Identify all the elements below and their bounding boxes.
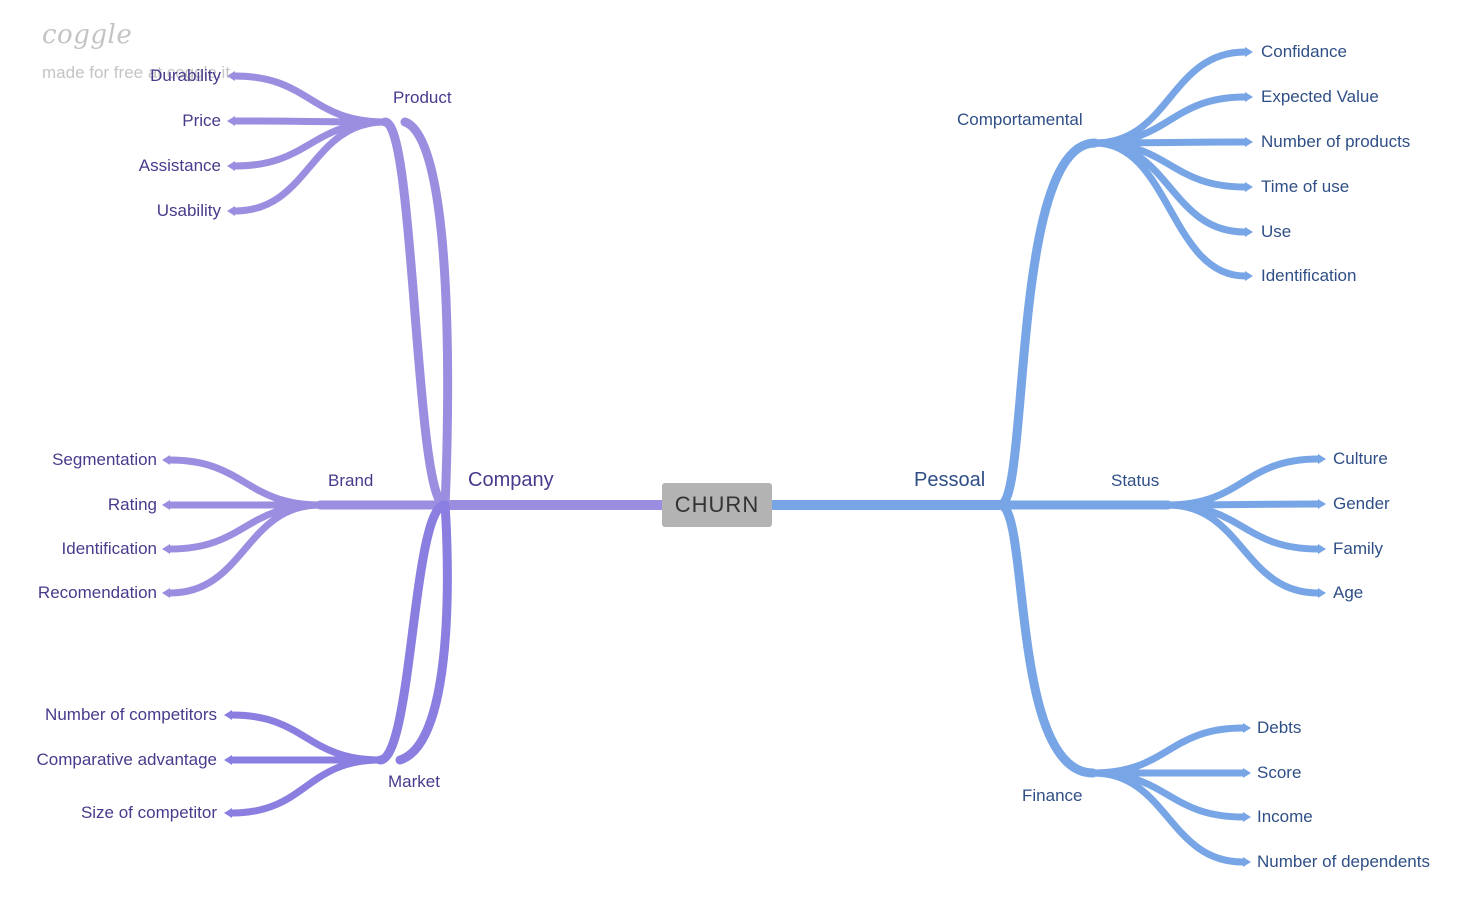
edge-pessoal-finance <box>995 500 1098 778</box>
node-company[interactable]: Company <box>468 469 554 491</box>
node-status[interactable]: Status <box>1111 471 1160 490</box>
edge-brand-segmentation <box>166 456 324 509</box>
leaf-size-of-competitor[interactable]: Size of competitor <box>80 803 217 822</box>
leaf-family[interactable]: Family <box>1333 539 1384 558</box>
edge-finance-debts <box>1089 724 1247 777</box>
edge-status-culture <box>1164 455 1322 509</box>
leaf-time-of-use[interactable]: Time of use <box>1261 177 1350 196</box>
edge-pessoal-comportamental <box>995 138 1100 510</box>
coggle-tagline[interactable]: made for free at coggle.it <box>42 63 231 82</box>
node-brand[interactable]: Brand <box>328 471 374 490</box>
edge-comportamental-identification <box>1091 139 1249 280</box>
leaf-number-of-products[interactable]: Number of products <box>1261 132 1411 151</box>
leaf-number-of-competitors[interactable]: Number of competitors <box>45 705 217 724</box>
leaf-score[interactable]: Score <box>1257 763 1302 782</box>
leaf-use[interactable]: Use <box>1261 222 1292 241</box>
arrow-usability-icon <box>227 206 235 216</box>
node-finance[interactable]: Finance <box>1022 786 1083 805</box>
edge-market-number-of-competitors <box>228 711 384 764</box>
edge-company-market <box>375 500 450 765</box>
arrow-expected-value-icon <box>1245 92 1253 102</box>
arrow-debts-icon <box>1243 723 1251 733</box>
arrow-use-icon <box>1245 227 1253 237</box>
leaf-identification[interactable]: Identification <box>61 539 157 558</box>
leaf-usability[interactable]: Usability <box>156 201 221 220</box>
leaf-gender[interactable]: Gender <box>1333 494 1390 513</box>
leaf-number-of-dependents[interactable]: Number of dependents <box>1257 852 1430 871</box>
arrow-gender-icon <box>1318 499 1326 509</box>
leaf-culture[interactable]: Culture <box>1333 449 1388 468</box>
arrow-age-icon <box>1318 588 1326 598</box>
leaf-durability[interactable]: Durability <box>150 66 221 85</box>
leaf-price[interactable]: Price <box>182 111 221 130</box>
edge-product-usability <box>231 118 389 215</box>
arrow-recomendation-icon <box>162 588 170 598</box>
arrow-comparative-advantage-icon <box>224 755 232 765</box>
root-node-label: CHURN <box>674 492 760 517</box>
leaf-rating[interactable]: Rating <box>107 495 157 514</box>
arrow-family-icon <box>1318 544 1326 554</box>
arrow-number-of-dependents-icon <box>1243 857 1251 867</box>
arrow-score-icon <box>1243 768 1251 778</box>
node-pessoal[interactable]: Pessoal <box>914 469 986 491</box>
leaf-identification-pessoal[interactable]: Identification <box>1261 266 1357 285</box>
arrow-number-of-competitors-icon <box>224 710 232 720</box>
leaf-assistance[interactable]: Assistance <box>138 156 221 175</box>
node-market[interactable]: Market <box>388 772 440 791</box>
root-node-churn[interactable]: CHURN <box>662 483 772 527</box>
edge-product-durability <box>231 72 389 126</box>
arrow-identification-icon <box>162 544 170 554</box>
arrow-size-of-competitor-icon <box>224 808 232 818</box>
leaf-income[interactable]: Income <box>1257 807 1313 826</box>
arrow-price-icon <box>227 116 235 126</box>
edge-company-market-trunk <box>395 500 452 765</box>
leaf-recomendation[interactable]: Recomendation <box>37 583 157 602</box>
arrow-confidance-icon <box>1245 47 1253 57</box>
node-product[interactable]: Product <box>393 88 452 107</box>
leaf-age[interactable]: Age <box>1333 583 1364 602</box>
leaf-confidance[interactable]: Confidance <box>1261 42 1348 61</box>
arrow-rating-icon <box>162 500 170 510</box>
arrow-durability-icon <box>227 71 235 81</box>
arrow-identification-icon <box>1245 271 1253 281</box>
arrow-number-of-products-icon <box>1245 137 1253 147</box>
edge-company-product-trunk <box>400 117 453 510</box>
edge-finance-number-of-dependents <box>1089 769 1247 866</box>
leaf-debts[interactable]: Debts <box>1257 718 1302 737</box>
leaf-expected-value[interactable]: Expected Value <box>1261 87 1379 106</box>
arrow-income-icon <box>1243 812 1251 822</box>
arrow-time-of-use-icon <box>1245 182 1253 192</box>
arrow-segmentation-icon <box>162 455 170 465</box>
arrow-culture-icon <box>1318 454 1326 464</box>
edge-comportamental-expected-value <box>1091 93 1249 147</box>
arrow-assistance-icon <box>227 161 235 171</box>
leaf-segmentation[interactable]: Segmentation <box>52 450 157 469</box>
edge-company-product <box>380 117 450 510</box>
leaf-comparative-advantage[interactable]: Comparative advantage <box>36 750 217 769</box>
node-comportamental[interactable]: Comportamental <box>957 110 1083 129</box>
edge-market-size-of-competitor <box>228 756 384 817</box>
edge-status-age <box>1164 501 1322 597</box>
coggle-logo[interactable]: coggle <box>42 20 133 50</box>
edge-brand-recomendation <box>166 501 324 597</box>
